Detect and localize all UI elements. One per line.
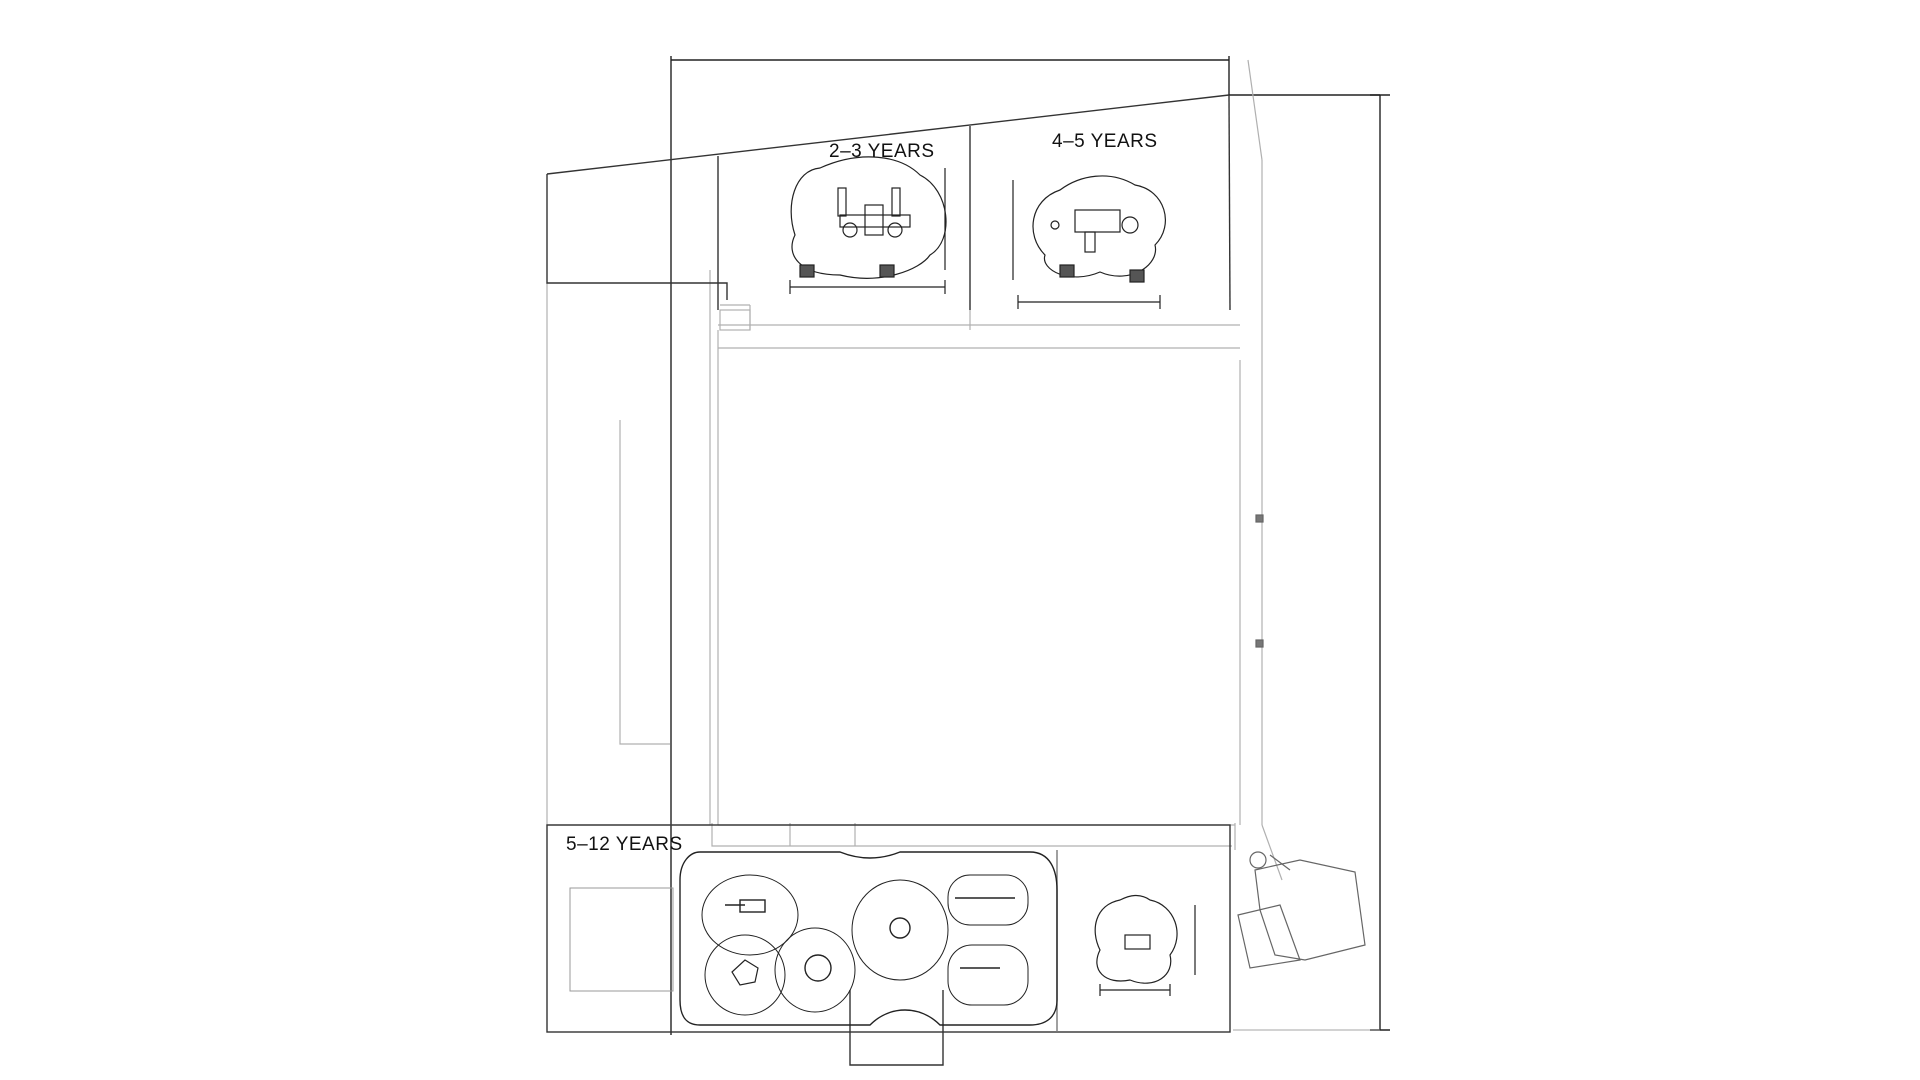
preschool-play-structure [1012,175,1166,309]
bottom-play-yard [546,824,1231,1066]
overall-dimensions [670,56,1390,1035]
toddler-play-structure [789,156,947,294]
top-play-yard [546,94,1231,311]
secondary-play-structure [1094,894,1196,996]
zone-label-2-3-years: 2–3 YEARS [829,141,935,162]
school-age-play-area [679,851,1058,1026]
zone-label-4-5-years: 4–5 YEARS [1052,131,1158,152]
exterior-structures [1237,514,1366,969]
zone-label-5-12-years: 5–12 YEARS [566,834,683,855]
building-outline [546,59,1283,881]
